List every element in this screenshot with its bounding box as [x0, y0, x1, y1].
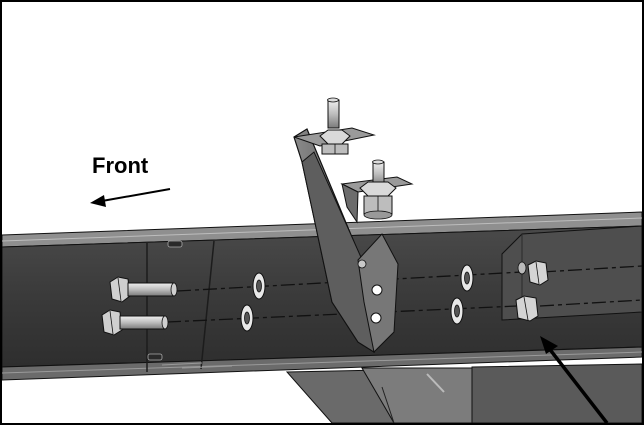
bolt-lower	[101, 309, 169, 336]
mounting-bracket	[293, 127, 414, 354]
frame-rail	[2, 211, 642, 381]
nut-lower	[515, 295, 539, 322]
nut-upper	[517, 260, 549, 286]
front-label: Front	[92, 153, 149, 178]
top-stud-2	[359, 159, 397, 220]
washer-left-upper	[252, 272, 266, 300]
washer-left-lower	[240, 304, 254, 332]
washer-right-upper	[460, 264, 474, 292]
callout-arrow	[540, 336, 609, 423]
lower-crossmember	[285, 363, 642, 423]
top-stud-1	[319, 97, 351, 155]
bolt-upper	[109, 276, 178, 303]
front-arrow	[90, 188, 171, 207]
washer-right-lower	[450, 297, 464, 325]
